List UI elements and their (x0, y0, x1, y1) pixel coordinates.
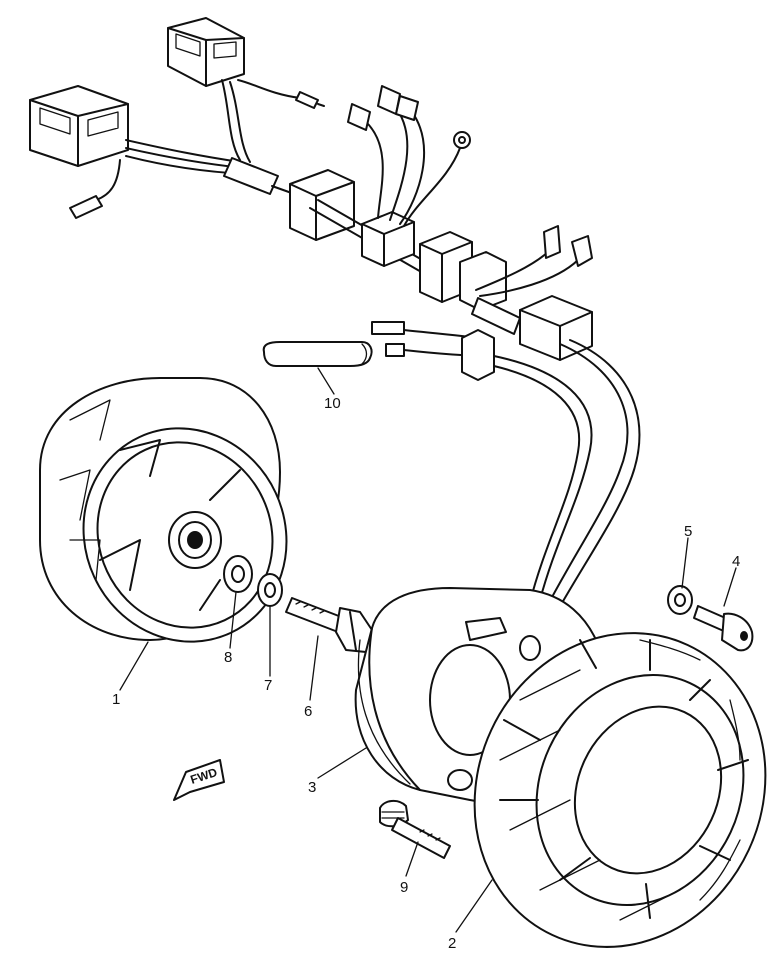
rotor-icon (39, 377, 288, 643)
bolt-icon (285, 597, 373, 653)
washer-icon (667, 585, 693, 615)
callouts: 1 2 3 4 5 6 7 8 9 10 (112, 395, 740, 952)
rotor-part-1 (39, 377, 288, 643)
washer-part-5 (667, 585, 693, 615)
stator-coil-icon (473, 632, 767, 948)
callout-1: 1 (112, 691, 120, 708)
callout-4: 4 (732, 553, 740, 570)
callout-3: 3 (308, 779, 316, 796)
tube-part-10 (262, 341, 373, 367)
callout-9: 9 (400, 879, 408, 896)
callout-8: 8 (224, 649, 232, 666)
fwd-arrow: FWD (173, 759, 225, 801)
washer-icon (257, 573, 283, 607)
callout-6: 6 (304, 703, 312, 720)
screw-part-4 (693, 605, 754, 652)
callout-5: 5 (684, 523, 692, 540)
arrow-icon (173, 759, 225, 801)
bolt-part-6 (285, 597, 373, 653)
washer-icon (223, 555, 253, 593)
callout-2: 2 (448, 935, 456, 952)
wire-harness (29, 17, 641, 625)
callout-10: 10 (324, 395, 341, 412)
washer-part-7 (257, 573, 283, 607)
stator-coil-part-2 (473, 632, 767, 948)
leader-lines (119, 367, 737, 933)
left-connector-icon (29, 85, 129, 167)
bolt-part-9 (379, 800, 451, 859)
callout-7: 7 (264, 677, 272, 694)
bolt-icon (379, 800, 451, 859)
upper-connector-icon (167, 17, 245, 87)
screw-icon (693, 605, 754, 652)
washer-part-8 (223, 555, 253, 593)
tube-icon (262, 341, 373, 367)
